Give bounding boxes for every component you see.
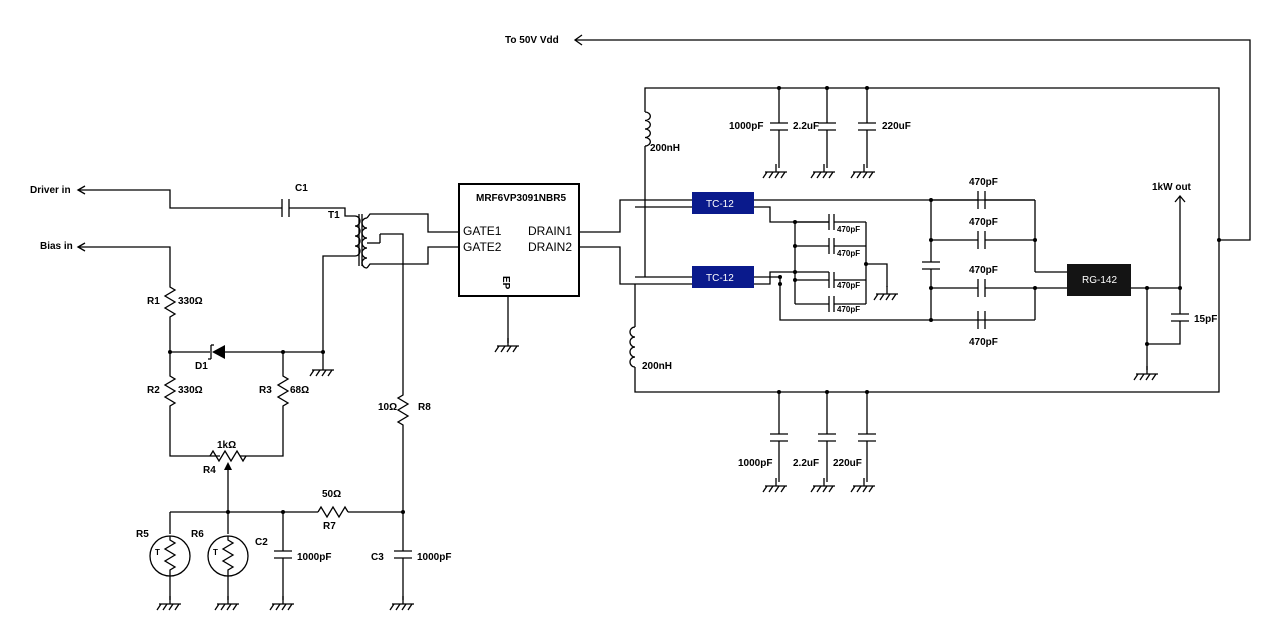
- r4-ref: R4: [203, 465, 216, 476]
- c3-ref: C3: [371, 552, 384, 563]
- r2-value: 330Ω: [178, 385, 203, 396]
- bias-bottom-line: [170, 510, 405, 514]
- bias-in-port: [76, 242, 171, 280]
- cm2-value: 470pF: [969, 217, 998, 228]
- l-top-value: 200nH: [650, 143, 680, 154]
- resistor-r2: [163, 352, 220, 457]
- cm4-value: 470pF: [969, 337, 998, 348]
- ct3-value: 220uF: [882, 121, 911, 132]
- output-section: [1131, 194, 1189, 381]
- inductor-bottom: [629, 326, 636, 368]
- r5-ref: R5: [136, 529, 149, 540]
- d1-ref: D1: [195, 361, 208, 372]
- inductor-top: [644, 111, 651, 147]
- vdd-line: [573, 34, 1251, 241]
- drain-wiring: [579, 199, 692, 285]
- supply-loop: [634, 87, 1221, 393]
- potentiometer-r4: [209, 449, 247, 512]
- top-decoupling: [762, 86, 876, 179]
- cb3-value: 220uF: [833, 458, 862, 469]
- match-cap-network: [922, 191, 1067, 329]
- l-bot-value: 200nH: [642, 361, 672, 372]
- ic-part-number: MRF6VP3091NBR5: [476, 193, 566, 204]
- cm1-value: 470pF: [969, 177, 998, 188]
- cs2-value: 470pF: [837, 249, 860, 258]
- resistor-r3: [240, 352, 290, 457]
- c2-value: 1000pF: [297, 552, 331, 563]
- r1-ref: R1: [147, 296, 160, 307]
- r8-ref: R8: [418, 402, 431, 413]
- t1-ref: T1: [328, 210, 340, 221]
- r8-value: 10Ω: [378, 402, 397, 413]
- bias-in-label: Bias in: [40, 241, 73, 252]
- r5-thermistor-mark: T: [155, 548, 160, 557]
- ct1-value: 1000pF: [729, 121, 763, 132]
- r7-value: 50Ω: [322, 489, 341, 500]
- ic-drain1: DRAIN1: [528, 224, 572, 238]
- thermistor-r5: [149, 512, 191, 611]
- ct2-value: 2.2uF: [793, 121, 819, 132]
- r6-ref: R6: [191, 529, 204, 540]
- resistor-r7: [317, 505, 349, 519]
- ic-gate1: GATE1: [463, 224, 502, 238]
- driver-in-label: Driver in: [30, 185, 71, 196]
- cb1-value: 1000pF: [738, 458, 772, 469]
- capacitor-c2: [269, 512, 295, 611]
- r6-thermistor-mark: T: [213, 548, 218, 557]
- c1-ref: C1: [295, 183, 308, 194]
- coax-label: RG-142: [1082, 275, 1117, 286]
- bottom-decoupling: [762, 390, 876, 493]
- r3-ref: R3: [259, 385, 272, 396]
- cs3-value: 470pF: [837, 281, 860, 290]
- tc12-lower-label: TC-12: [706, 273, 734, 284]
- diode-d1: [208, 344, 225, 360]
- ic-gate2: GATE2: [463, 240, 502, 254]
- r2-ref: R2: [147, 385, 160, 396]
- ic-mrf6vp3091: [458, 183, 580, 353]
- resistor-r1: [163, 280, 177, 352]
- cb2-value: 2.2uF: [793, 458, 819, 469]
- bias-ground-line: [309, 255, 355, 377]
- coax-rg142: RG-142: [1067, 264, 1131, 296]
- r7-ref: R7: [323, 521, 336, 532]
- c3-value: 1000pF: [417, 552, 451, 563]
- r1-value: 330Ω: [178, 296, 203, 307]
- ic-drain2: DRAIN2: [528, 240, 572, 254]
- tc12-upper-label: TC-12: [706, 199, 734, 210]
- resistor-r8: [380, 233, 410, 512]
- shunt-cap-network: [793, 214, 899, 312]
- tc12-upper: TC-12: [692, 192, 754, 214]
- tc12-lower: TC-12: [692, 266, 754, 288]
- bias-node-line: [168, 350, 325, 354]
- driver-in-port: [76, 185, 282, 209]
- c2-ref: C2: [255, 537, 268, 548]
- cs4-value: 470pF: [837, 305, 860, 314]
- vdd-label: To 50V Vdd: [505, 35, 559, 46]
- capacitor-c1: [281, 199, 355, 217]
- cm3-value: 470pF: [969, 265, 998, 276]
- r4-value: 1kΩ: [217, 440, 236, 451]
- transformer-t1: [354, 213, 458, 269]
- cs1-value: 470pF: [837, 225, 860, 234]
- r3-value: 68Ω: [290, 385, 309, 396]
- ic-ep: EP: [500, 276, 511, 290]
- capacitor-c3: [389, 512, 415, 611]
- out-label: 1kW out: [1152, 182, 1192, 193]
- thermistor-r6: [207, 512, 249, 611]
- cout-value: 15pF: [1194, 314, 1217, 325]
